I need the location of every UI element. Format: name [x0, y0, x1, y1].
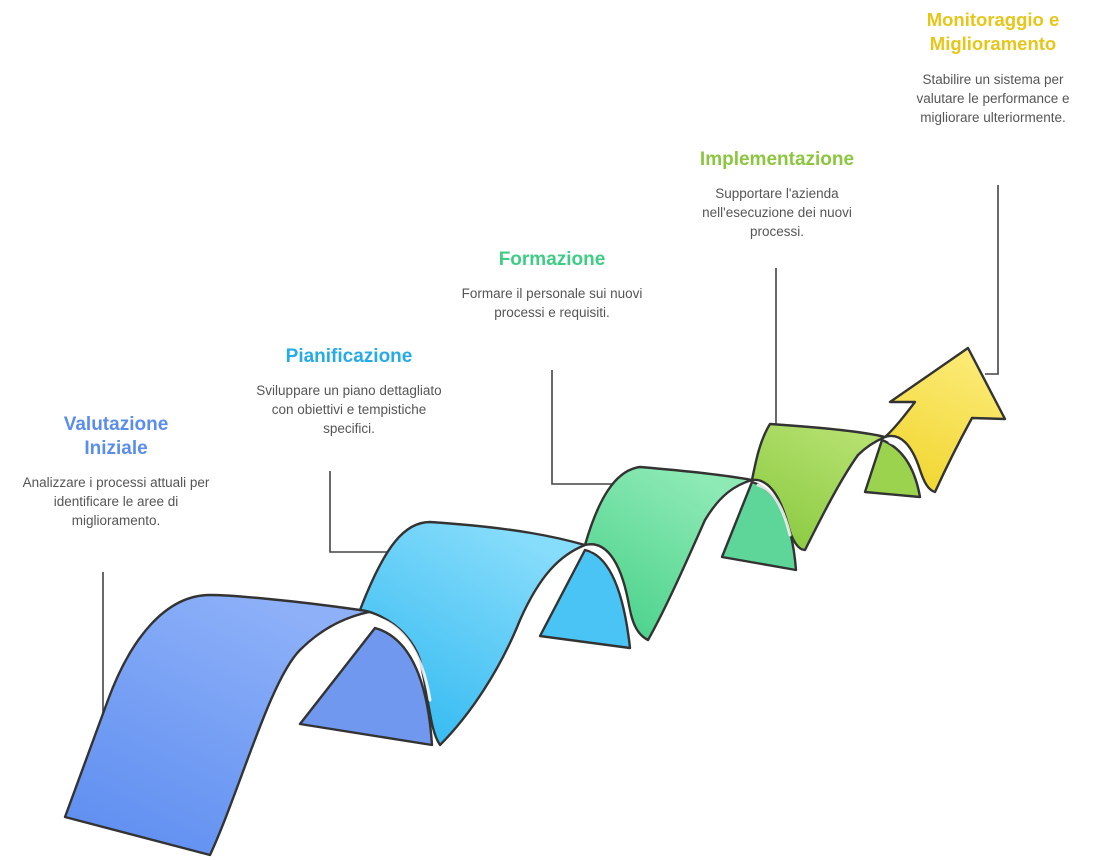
step-description: Analizzare i processi attuali per identi…	[22, 475, 210, 528]
step-title: Formazione	[498, 249, 606, 270]
step-title: Pianificazione	[285, 346, 413, 367]
arch-highlights	[370, 440, 922, 702]
step-title: Implementazione	[699, 149, 855, 170]
ribbon-step-3	[583, 465, 754, 642]
step-description: Supportare l'azienda nell'esecuzione dei…	[702, 186, 852, 239]
connector-line-5	[985, 185, 999, 375]
step-title: Valutazione Iniziale	[63, 414, 169, 459]
step-implementazione: Implementazione Supportare l'azienda nel…	[662, 148, 892, 241]
step-description: Stabilire un sistema per valutare le per…	[916, 72, 1070, 125]
ribbon-step-5-arrow	[883, 346, 1007, 494]
step-description: Formare il personale sui nuovi processi …	[461, 286, 643, 320]
arch-back-1	[298, 626, 434, 747]
step-description: Sviluppare un piano dettagliato con obie…	[256, 383, 442, 436]
step-valutazione-iniziale: Valutazione Iniziale Analizzare i proces…	[0, 413, 232, 530]
arch-back-4	[863, 438, 922, 499]
step-title: Monitoraggio e Miglioramento	[926, 9, 1060, 54]
connector-line-3	[551, 370, 625, 485]
connector-line-2	[329, 471, 405, 553]
step-monitoraggio-e-miglioramento: Monitoraggio e Miglioramento Stabilire u…	[896, 8, 1090, 127]
step-pianificazione: Pianificazione Sviluppare un piano detta…	[230, 345, 468, 438]
step-formazione: Formazione Formare il personale sui nuov…	[438, 248, 666, 322]
arch-back-2	[538, 548, 632, 650]
